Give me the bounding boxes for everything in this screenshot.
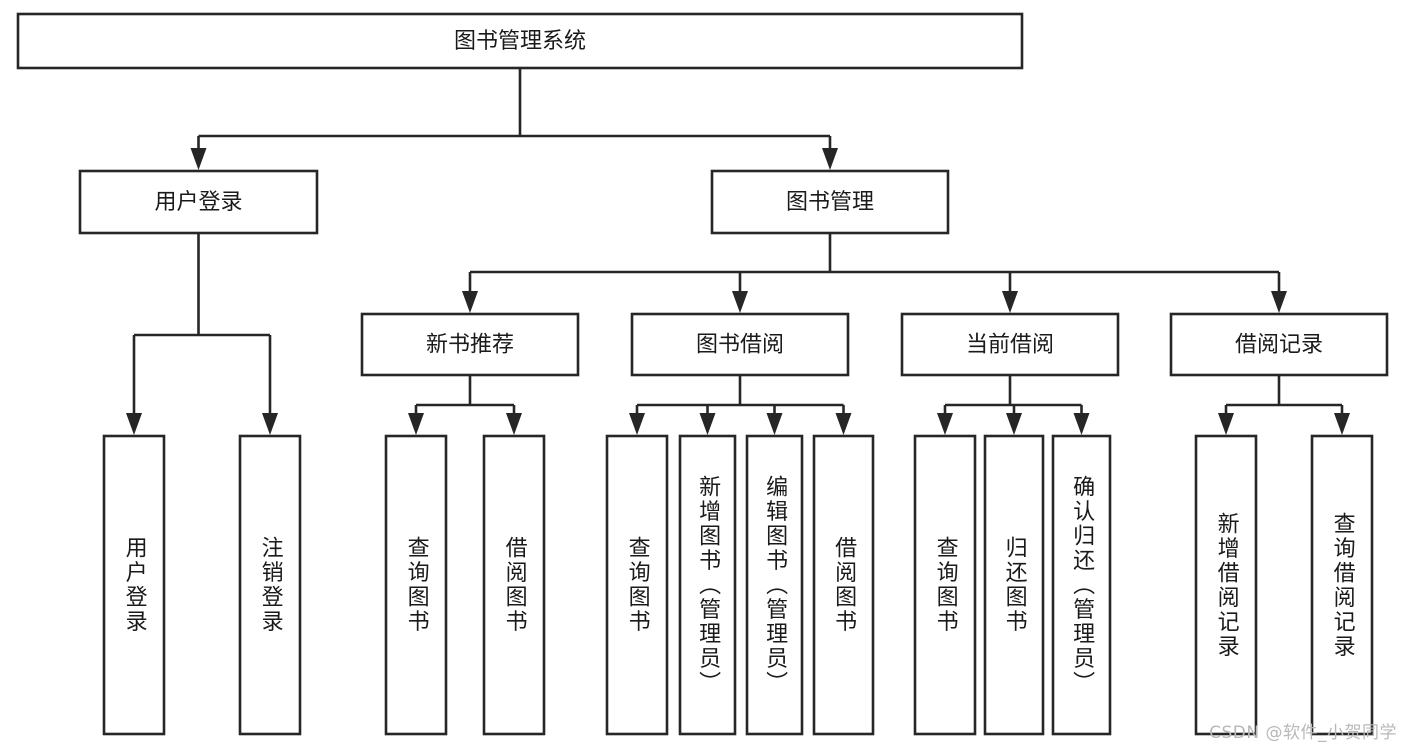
csdn-watermark: CSDN @软件_小贺同学 [1209,723,1397,743]
node-box-leaf_query_book_2[interactable] [605,434,669,736]
node-box-leaf_query_record[interactable] [1310,434,1374,736]
node-box-book_borrow[interactable] [630,312,850,377]
node-box-leaf_query_book_1[interactable] [384,434,448,736]
node-box-leaf_add_record[interactable] [1194,434,1258,736]
node-label-new_book_rec: 新书推荐 [426,333,514,358]
node-box-leaf_borrow_book_1[interactable] [482,434,546,736]
node-label-book_manage: 图书管理 [786,190,874,215]
node-box-current_borrow[interactable] [900,312,1120,377]
boxes-layer [16,12,1389,736]
node-label-book_borrow: 图书借阅 [696,333,784,358]
edges-layer [126,68,1350,435]
node-box-leaf_add_book[interactable] [678,434,737,736]
node-box-leaf_logout[interactable] [238,434,302,736]
node-box-leaf_borrow_book_2[interactable] [812,434,875,736]
node-box-leaf_return_book[interactable] [983,434,1045,736]
node-box-leaf_edit_book[interactable] [745,434,804,736]
node-box-book_manage[interactable] [710,169,950,235]
node-label-user_login: 用户登录 [154,190,242,215]
node-label-current_borrow: 当前借阅 [966,333,1054,358]
node-box-borrow_record[interactable] [1169,312,1389,377]
node-label-borrow_record: 借阅记录 [1235,333,1323,358]
node-box-leaf_query_book_3[interactable] [913,434,977,736]
node-box-leaf_confirm_return[interactable] [1051,434,1112,736]
node-label-root: 图书管理系统 [454,29,586,54]
node-box-user_login[interactable] [78,169,319,235]
node-box-leaf_user_login[interactable] [102,434,166,736]
node-box-root[interactable] [16,12,1024,70]
node-box-new_book_rec[interactable] [360,312,580,377]
